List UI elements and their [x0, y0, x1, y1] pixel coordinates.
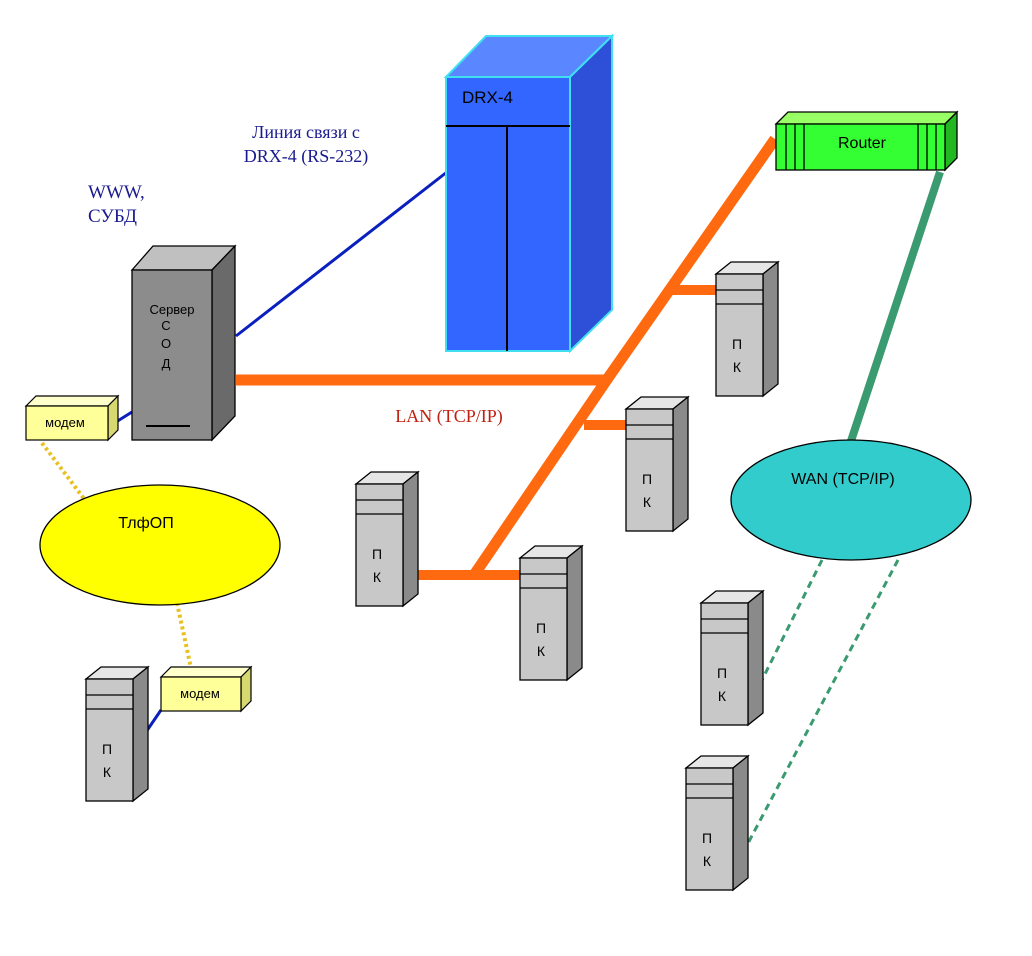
server-label-line2: С: [161, 318, 170, 333]
rs232-label-line1: Линия связи с: [252, 122, 360, 142]
pc-label-line1: П: [732, 336, 742, 352]
pc-label-line1: П: [102, 741, 112, 757]
phone-network-cloud: ТлфОП: [39, 484, 281, 606]
server-modem-link: [115, 410, 133, 424]
modem-server: модем: [24, 394, 120, 442]
pc-label-line1: П: [536, 620, 546, 636]
wan-label: WAN (TCP/IP): [791, 471, 894, 488]
dial-link-bottom: [175, 602, 193, 669]
server-sod: Сервер С О Д: [130, 244, 237, 442]
pc-label-line2: К: [703, 853, 712, 869]
pc-label-line1: П: [372, 546, 382, 562]
pc-label-line2: К: [718, 688, 727, 704]
router-wan-link: [846, 170, 944, 446]
pc-label-line1: П: [702, 830, 712, 846]
modem-client: модем: [159, 665, 253, 713]
www-label-line1: WWW,: [88, 182, 145, 203]
pc-label-line2: К: [537, 643, 546, 659]
pc-lan-left: П К: [355, 471, 419, 607]
wan-remote-link-1: [760, 559, 824, 681]
pc-label-line2: К: [103, 764, 112, 780]
pc-label-line2: К: [643, 494, 652, 510]
server-label-line1: Сервер: [149, 302, 194, 317]
dial-link-top: [40, 441, 87, 502]
pc-wan-remote-1: П К: [700, 590, 764, 726]
wan-remote-link-2: [744, 559, 900, 848]
pc-wan-remote-2: П К: [685, 755, 749, 891]
pc-label-line1: П: [717, 665, 727, 681]
tlfop-label: ТлфОП: [118, 515, 174, 532]
router-label: Router: [838, 135, 887, 152]
pc-dialup-client: П К: [85, 666, 149, 802]
pc-label-line1: П: [642, 471, 652, 487]
rs232-link: [235, 170, 448, 338]
modem-label: модем: [45, 415, 85, 430]
connections: [40, 135, 944, 848]
drx4-unit: DRX-4: [443, 33, 615, 354]
pc-label-line2: К: [373, 569, 382, 585]
pc-lan-mid: П К: [625, 396, 689, 532]
server-label-line3: О: [161, 336, 171, 351]
pc-lan-bottom: П К: [519, 545, 583, 681]
wan-cloud: WAN (TCP/IP): [730, 439, 972, 561]
drx4-label: DRX-4: [462, 88, 513, 107]
www-label-line2: СУБД: [88, 206, 137, 227]
pc-lan-top: П К: [715, 261, 779, 397]
rs232-label-line2: DRX-4 (RS-232): [244, 146, 369, 167]
modem-label: модем: [180, 686, 220, 701]
router: Router: [774, 110, 959, 172]
pc-label-line2: К: [733, 359, 742, 375]
server-label-line4: Д: [162, 356, 171, 371]
lan-label: LAN (TCP/IP): [395, 406, 503, 427]
